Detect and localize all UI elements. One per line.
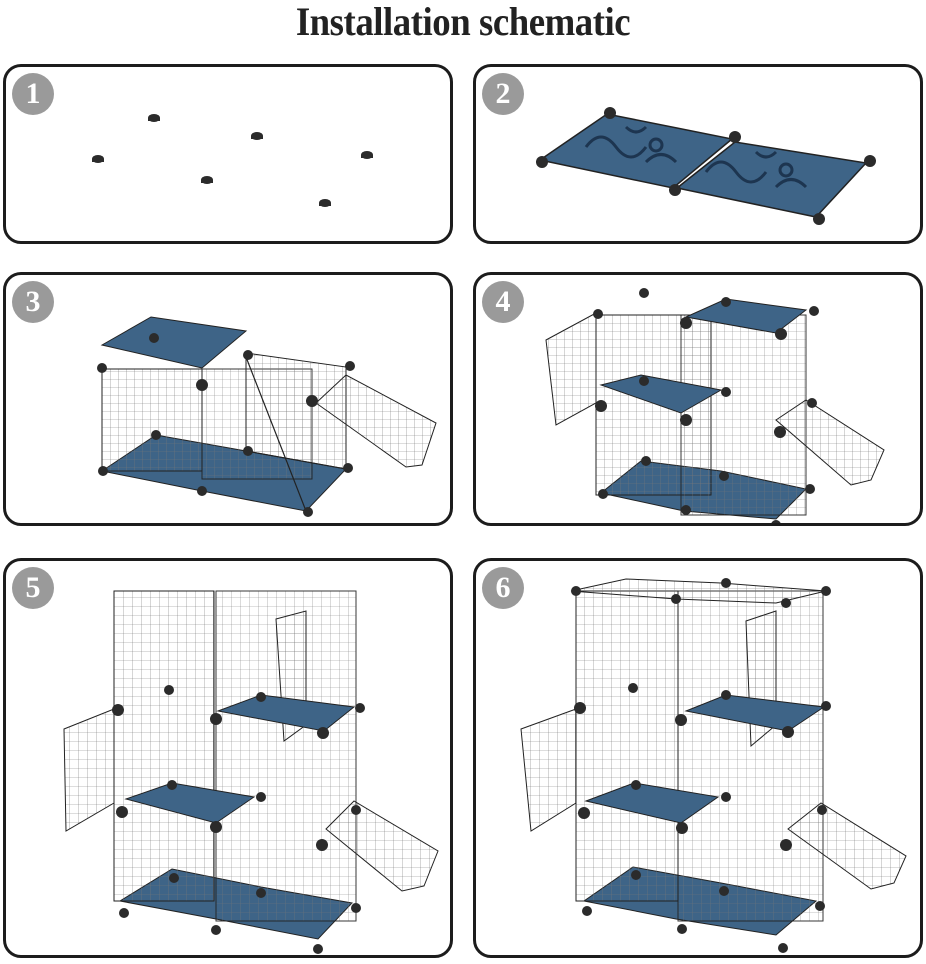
- second-level-illustration: [545, 288, 885, 523]
- step-3-panel: 3: [3, 272, 453, 526]
- step-5-panel: 5: [3, 558, 453, 958]
- connector-feet-illustration: [92, 114, 373, 207]
- floor-panels-illustration: [536, 107, 876, 225]
- step-4-panel: 4: [473, 272, 923, 526]
- completed-cage-illustration: [520, 578, 907, 953]
- page-title: Installation schematic: [295, 0, 631, 44]
- step-number-badge: 3: [12, 281, 54, 323]
- third-level-walls-illustration: [63, 590, 439, 954]
- step-number-badge: 2: [482, 73, 524, 115]
- step-1-panel: 1: [3, 64, 453, 244]
- first-level-illustration: [97, 316, 437, 517]
- step-2-panel: 2: [473, 64, 923, 244]
- step-number-badge: 4: [482, 281, 524, 323]
- step-number-badge: 1: [12, 73, 54, 115]
- step-6-panel: 6: [473, 558, 923, 958]
- step-number-badge: 5: [12, 567, 54, 609]
- step-number-badge: 6: [482, 567, 524, 609]
